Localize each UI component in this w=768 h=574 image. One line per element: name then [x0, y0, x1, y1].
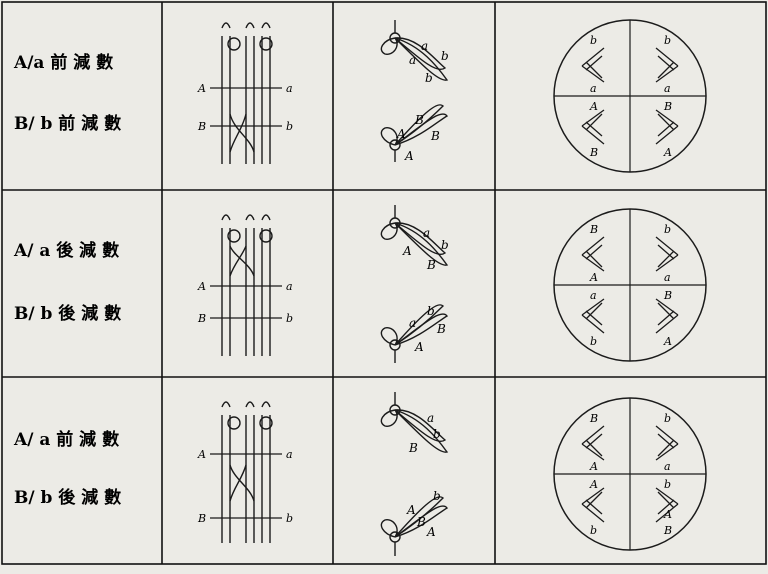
meta-label: b	[427, 304, 435, 318]
meta-label: B	[414, 113, 424, 127]
tetrad-label: a	[664, 271, 671, 284]
tetrad-label: A	[663, 508, 672, 521]
tetrad-label: a	[590, 289, 597, 302]
tetrad-label: b	[590, 335, 597, 348]
tetrad-diagram: B A b a A b b A B	[554, 398, 706, 550]
meta-label: a	[409, 316, 416, 330]
meta-label: A	[402, 244, 412, 258]
row-3: A/ a 前 減 數 B/ b 後 減 數 A a B b	[13, 392, 706, 556]
table-grid	[2, 2, 766, 564]
row-label-line-1: A/ a 後 減 數	[13, 240, 119, 261]
meta-label: b	[425, 71, 433, 85]
table-border	[2, 2, 766, 564]
meta-label: b	[441, 238, 449, 252]
tetrad-label: B	[589, 412, 598, 425]
meta-label: b	[433, 427, 441, 441]
label-B: B	[197, 512, 206, 525]
meta-label: B	[436, 322, 446, 336]
metaphase-diagram: a b a b B A B A	[381, 20, 448, 163]
label-a: a	[286, 448, 293, 461]
meta-label: b	[433, 489, 441, 503]
label-A: A	[197, 280, 206, 293]
tetrad-label: A	[663, 335, 672, 348]
tetrad-label: B	[589, 223, 598, 236]
label-a: a	[286, 280, 293, 293]
tetrad-label: b	[664, 34, 671, 47]
label-B: B	[197, 120, 206, 133]
row-label-line-2: B/ b 前 減 數	[14, 113, 121, 134]
tetrad-label: B	[589, 146, 598, 159]
tetrad-diagram: b a b a A B B A	[554, 20, 706, 172]
tetrad-label: b	[664, 223, 671, 236]
meta-label: A	[406, 503, 416, 517]
meta-label: A	[414, 340, 424, 354]
tetrad-label: A	[663, 146, 672, 159]
row-label-line-1: A/a 前 減 數	[13, 52, 113, 73]
label-b: b	[286, 120, 293, 133]
meta-label: B	[430, 129, 440, 143]
meta-label: B	[426, 258, 436, 272]
metaphase-diagram: a b B b A B A	[381, 392, 447, 556]
tetrad-label: B	[663, 100, 672, 113]
row-label-line-2: B/ b 後 減 數	[14, 487, 121, 508]
meta-label: b	[441, 49, 449, 63]
tetrad-label: a	[590, 82, 597, 95]
chromatid-diagram: A a B b	[197, 23, 293, 164]
label-A: A	[197, 448, 206, 461]
meta-label: a	[409, 53, 416, 67]
label-b: b	[286, 512, 293, 525]
meta-label: a	[427, 411, 434, 425]
meta-label: A	[396, 127, 406, 141]
row-label-line-1: A/ a 前 減 數	[13, 429, 119, 450]
meta-label: B	[416, 515, 426, 529]
tetrad-diagram: B A b a a b B A	[554, 209, 706, 361]
metaphase-diagram: a A b B b a A B	[381, 205, 448, 363]
tetrad-label: b	[664, 412, 671, 425]
row-2: A/ a 後 減 數 B/ b 後 減 數 A a B b	[13, 205, 706, 363]
meta-label: a	[421, 39, 428, 53]
label-a: a	[286, 82, 293, 95]
label-b: b	[286, 312, 293, 325]
tetrad-label: a	[664, 460, 671, 473]
meta-label: B	[408, 441, 418, 455]
tetrad-label: A	[589, 460, 598, 473]
meta-label: A	[404, 149, 414, 163]
label-B: B	[197, 312, 206, 325]
label-A: A	[197, 82, 206, 95]
tetrad-label: b	[590, 524, 597, 537]
tetrad-label: a	[664, 82, 671, 95]
tetrad-label: B	[663, 524, 672, 537]
chromatid-diagram: A a B b	[197, 402, 293, 543]
chromatid-diagram: A a B b	[197, 215, 293, 356]
row-label-line-2: B/ b 後 減 數	[14, 303, 121, 324]
tetrad-label: A	[589, 100, 598, 113]
tetrad-label: A	[589, 271, 598, 284]
tetrad-label: b	[664, 478, 671, 491]
meta-label: A	[426, 525, 436, 539]
tetrad-label: b	[590, 34, 597, 47]
tetrad-label: A	[589, 478, 598, 491]
meta-label: a	[423, 226, 430, 240]
row-1: A/a 前 減 數 B/ b 前 減 數 A a B b	[13, 20, 706, 172]
tetrad-label: B	[663, 289, 672, 302]
